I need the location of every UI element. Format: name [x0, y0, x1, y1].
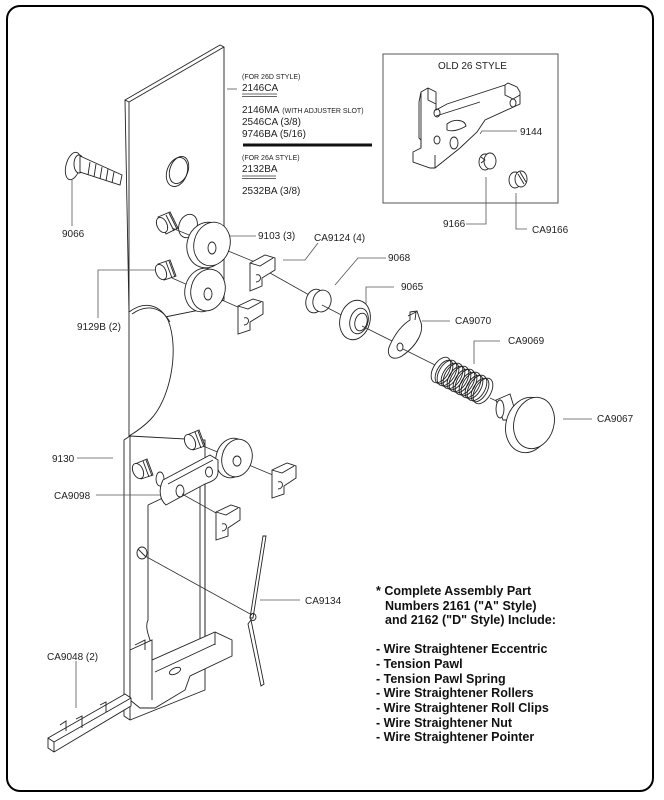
d-516: 9746BA (5/16) — [242, 129, 306, 140]
note-item: - Tension Pawl Spring — [376, 671, 506, 686]
callout-CA9124: CA9124 (4) — [314, 233, 365, 244]
note-header-line: * Complete Assembly Part — [376, 584, 532, 598]
lower-roller-set — [131, 429, 297, 541]
callout-9066: 9066 — [62, 229, 85, 240]
callout-CA9166: CA9166 — [532, 225, 569, 236]
d-style-part: 2146CA — [242, 83, 278, 94]
note-item: - Wire Straightener Roll Clips — [376, 700, 549, 715]
note-item: - Wire Straightener Pointer — [376, 730, 535, 745]
a-style-note: (FOR 26A STYLE) — [242, 155, 300, 162]
assembly-note: * Complete Assembly Part Numbers 2161 ("… — [376, 584, 556, 745]
part-CA9134 — [144, 535, 267, 687]
callout-CA9048: CA9048 (2) — [47, 652, 98, 663]
a-style-part: 2132BA — [242, 164, 278, 175]
callout-9166: 9166 — [443, 219, 466, 230]
callout-9103: 9103 (3) — [258, 231, 295, 242]
note-header-line: and 2162 ("D" Style) Include: — [385, 613, 556, 628]
note-item: - Wire Straightener Rollers — [376, 686, 534, 701]
roller-assembly-upper — [154, 211, 319, 335]
note-item: - Tension Pawl — [376, 656, 463, 671]
callout-CA9069: CA9069 — [508, 336, 545, 347]
version-block: (FOR 26D STYLE) 2146CA 2146MA(WITH ADJUS… — [227, 74, 372, 197]
callouts: 9066 9103 (3) CA9124 (4) 9068 9065 CA907… — [47, 127, 634, 708]
a-38: 2532BA (3/8) — [242, 186, 300, 197]
callout-CA9134: CA9134 — [305, 596, 342, 607]
tension-assembly — [305, 288, 555, 454]
lower-plate — [123, 435, 233, 721]
callout-9144: 9144 — [520, 127, 543, 138]
callout-CA9070: CA9070 — [455, 316, 492, 327]
callout-9068: 9068 — [388, 253, 411, 264]
d-38: 2546CA (3/8) — [242, 117, 301, 128]
d-alt-part: 2146MA — [242, 105, 280, 116]
part-9066 — [64, 151, 123, 186]
d-style-note: (FOR 26D STYLE) — [242, 74, 300, 81]
d-alt-note: (WITH ADJUSTER SLOT) — [282, 108, 363, 115]
callout-9065: 9065 — [401, 282, 424, 293]
note-item: - Wire Straightener Nut — [376, 715, 513, 730]
callout-9130: 9130 — [52, 454, 75, 465]
diagram-frame — [6, 5, 654, 792]
spring-coils — [430, 356, 494, 405]
part-CA9048 — [47, 693, 132, 753]
note-item: - Wire Straightener Eccentric — [376, 642, 548, 657]
callout-CA9098: CA9098 — [54, 491, 91, 502]
note-header-line: Numbers 2161 ("A" Style) — [385, 598, 537, 613]
svg-text:2146MA(WITH ADJUSTER SLOT): 2146MA(WITH ADJUSTER SLOT) — [242, 105, 364, 116]
inset-old-26-style: OLD 26 STYLE — [382, 53, 559, 204]
callout-CA9067: CA9067 — [597, 414, 634, 425]
callout-9129B: 9129B (2) — [77, 322, 121, 333]
inset-title: OLD 26 STYLE — [438, 61, 507, 72]
